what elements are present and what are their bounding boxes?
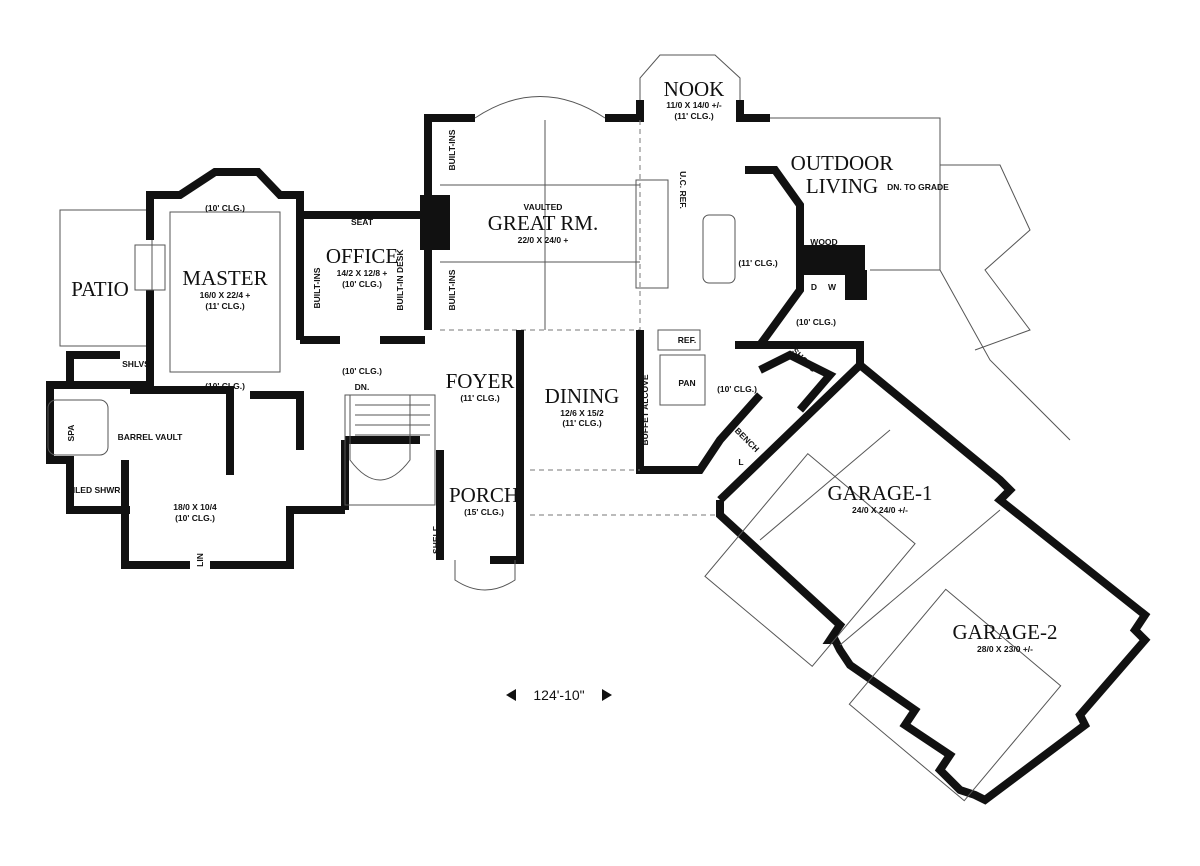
arrow-left-icon	[506, 689, 516, 701]
dining-ceiling: (11' CLG.)	[562, 418, 602, 428]
locker-label: L	[738, 457, 743, 467]
porch-label: PORCH	[449, 483, 519, 507]
master-suite-walls	[46, 168, 345, 569]
outdoor-living-label-1: OUTDOOR	[791, 151, 894, 175]
nook-label: NOOK	[664, 77, 725, 101]
master-top-ceiling: (10' CLG.)	[205, 203, 245, 213]
spa-label: SPA	[66, 425, 76, 442]
great-room-size: 22/0 X 24/0 +	[518, 235, 569, 245]
uc-ref-label: U.C. REF.	[678, 171, 688, 209]
stair-down-label: DN.	[355, 382, 370, 392]
bench-label: BENCH	[733, 426, 761, 454]
office-built-ins-label: BUILT-INS	[312, 267, 322, 308]
nook-ceiling: (11' CLG.)	[674, 111, 714, 121]
garage-1-label: GARAGE-1	[828, 481, 933, 505]
washer-label: W	[828, 282, 837, 292]
office-walls	[300, 211, 436, 510]
stair-hall-ceiling: (10' CLG.)	[342, 366, 382, 376]
closet-size: 18/0 X 10/4	[173, 502, 217, 512]
arrow-right-icon	[602, 689, 612, 701]
overall-dimension: 124'-10"	[506, 687, 612, 703]
nook-size: 11/0 X 14/0 +/-	[666, 100, 722, 110]
kitchen-ceiling: (11' CLG.)	[738, 258, 778, 268]
great-room-built-ins-top: BUILT-INS	[447, 129, 457, 170]
dining-label: DINING	[545, 384, 620, 408]
porch-ceiling: (15' CLG.)	[464, 507, 504, 517]
wood-label: WOOD	[810, 237, 837, 247]
mudroom-ceiling: (10' CLG.)	[717, 384, 757, 394]
foyer-label: FOYER	[446, 369, 515, 393]
foyer-dining-walls	[436, 330, 763, 591]
garage-1-size: 24/0 X 24/0 +/-	[852, 505, 908, 515]
outdoor-living-outline	[770, 117, 1071, 441]
master-label: MASTER	[182, 266, 267, 290]
buffet-alcove-label: BUFFET ALCOVE	[640, 374, 650, 445]
dryer-label: D	[811, 282, 817, 292]
patio-outline	[59, 209, 153, 347]
great-room-walls	[420, 96, 644, 331]
dining-size: 12/6 X 15/2	[560, 408, 604, 418]
great-room-label: GREAT RM.	[488, 211, 598, 235]
pantry-label: PAN	[678, 378, 695, 388]
office-ceiling: (10' CLG.)	[342, 279, 382, 289]
ref-label: REF.	[678, 335, 696, 345]
overall-width-label: 124'-10"	[533, 687, 584, 703]
office-size: 14/2 X 12/8 +	[337, 268, 388, 278]
garage-2-size: 28/0 X 23/0 +/-	[977, 644, 1033, 654]
master-size: 16/0 X 22/4 +	[200, 290, 251, 300]
office-label: OFFICE	[326, 244, 398, 268]
tiled-shower-label: TILED SHWR	[68, 485, 121, 495]
barrel-vault-label: BARREL VAULT	[118, 432, 184, 442]
master-hall-ceiling: (10' CLG.)	[205, 381, 245, 391]
dn-to-grade-label: DN. TO GRADE	[887, 182, 949, 192]
recess-label: RECESS	[515, 382, 525, 417]
closet-ceiling: (10' CLG.)	[175, 513, 215, 523]
shelf-label: SHELF	[431, 526, 441, 554]
master-ceiling: (11' CLG.)	[205, 301, 245, 311]
garage-2-label: GARAGE-2	[953, 620, 1058, 644]
great-room-built-ins-bottom: BUILT-INS	[447, 269, 457, 310]
foyer-ceiling: (11' CLG.)	[460, 393, 500, 403]
garage-walls	[704, 359, 1151, 805]
outdoor-living-label-2: LIVING	[806, 174, 878, 198]
shelves-label: SHLVS	[122, 359, 150, 369]
built-in-desk-label: BUILT-IN DESK	[395, 249, 405, 311]
linen-label: LIN	[195, 553, 205, 567]
patio-label: PATIO	[71, 277, 129, 301]
great-room-vaulted: VAULTED	[524, 202, 563, 212]
laundry-ceiling: (10' CLG.)	[796, 317, 836, 327]
seat-label: SEAT	[351, 217, 374, 227]
